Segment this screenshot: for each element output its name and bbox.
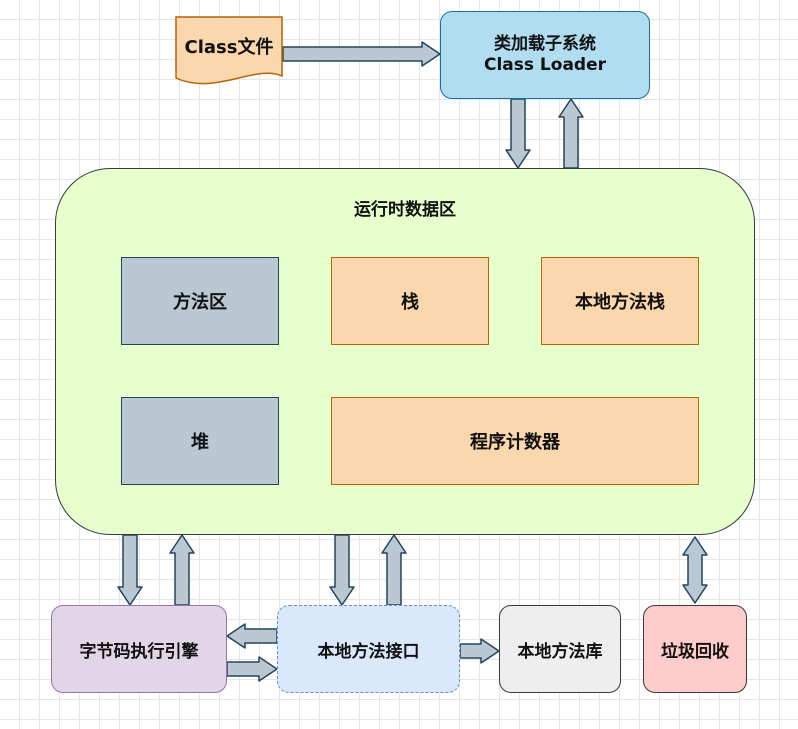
native-method-stack-label: 本地方法栈 xyxy=(575,292,665,313)
native-method-library: 本地方法库 xyxy=(499,605,621,693)
arrow-runtime-to-loader xyxy=(558,98,584,169)
arrow-loader-to-runtime xyxy=(505,98,531,169)
arrow-runtime-to-interface xyxy=(329,534,355,606)
class-loader-title-en: Class Loader xyxy=(484,55,606,75)
garbage-collection: 垃圾回收 xyxy=(643,605,747,693)
garbage-collection-label: 垃圾回收 xyxy=(661,641,729,662)
native-method-interface-label: 本地方法接口 xyxy=(317,641,420,662)
arrow-engine-to-runtime xyxy=(169,534,195,606)
execution-engine-label: 字节码执行引擎 xyxy=(79,641,199,662)
arrow-runtime-gc-bidirectional xyxy=(682,536,708,604)
class-file-shape xyxy=(175,16,283,85)
heap-label: 堆 xyxy=(191,432,209,453)
class-loader-title-cn: 类加载子系统 xyxy=(494,33,596,54)
native-method-interface: 本地方法接口 xyxy=(277,605,460,693)
method-area-label: 方法区 xyxy=(173,292,227,313)
native-method-stack: 本地方法栈 xyxy=(541,257,699,345)
native-method-library-label: 本地方法库 xyxy=(517,641,603,662)
arrow-interface-to-library xyxy=(459,638,500,664)
program-counter-label: 程序计数器 xyxy=(470,432,560,453)
class-file-label: Class文件 xyxy=(184,37,274,58)
execution-engine: 字节码执行引擎 xyxy=(51,605,227,693)
stack: 栈 xyxy=(331,257,489,345)
method-area: 方法区 xyxy=(121,257,279,345)
heap: 堆 xyxy=(121,397,279,485)
class-loader-subsystem: 类加载子系统 Class Loader xyxy=(440,11,650,99)
arrow-interface-to-engine xyxy=(226,623,278,649)
program-counter: 程序计数器 xyxy=(331,397,699,485)
arrow-interface-to-runtime xyxy=(381,534,407,606)
arrow-classfile-to-loader xyxy=(282,41,441,67)
arrow-runtime-to-engine xyxy=(117,534,143,606)
runtime-data-area-title: 运行时数据区 xyxy=(354,200,456,220)
arrow-engine-to-interface xyxy=(226,656,278,682)
stack-label: 栈 xyxy=(401,292,419,313)
